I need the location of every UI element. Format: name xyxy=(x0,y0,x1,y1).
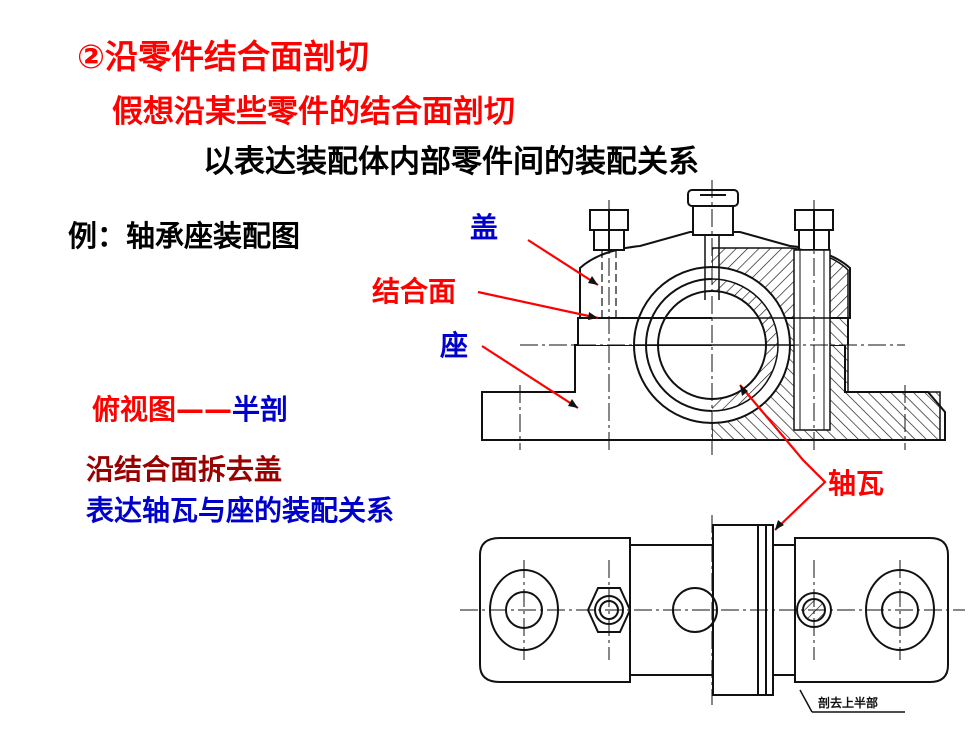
description-line-1: 沿结合面拆去盖 xyxy=(86,453,283,486)
label-base: 座 xyxy=(440,329,469,362)
top-view xyxy=(460,515,965,713)
front-view xyxy=(481,180,946,455)
leader-cover xyxy=(527,239,599,286)
stamp-text: 剖去上半部 xyxy=(818,695,878,710)
topview-caption: 俯视图——半剖 xyxy=(92,396,288,424)
topview-dash: —— xyxy=(176,393,233,426)
slide-title: ②沿零件结合面剖切 xyxy=(77,37,369,76)
label-bearing-bush: 轴瓦 xyxy=(828,467,885,500)
slide-subtitle-1: 假想沿某些零件的结合面剖切 xyxy=(112,94,515,130)
leader-lines xyxy=(477,239,827,531)
topview-label: 俯视图 xyxy=(92,393,177,426)
label-cover: 盖 xyxy=(470,211,499,244)
leader-bearing xyxy=(739,384,827,531)
leader-base xyxy=(481,345,579,409)
topview-type: 半剖 xyxy=(232,393,289,426)
label-joint-surface: 结合面 xyxy=(372,275,457,308)
slide-subtitle-2: 以表达装配体内部零件间的装配关系 xyxy=(203,144,699,180)
example-caption: 例：轴承座装配图 xyxy=(68,219,301,253)
description-line-2: 表达轴瓦与座的装配关系 xyxy=(86,494,395,527)
leader-joint xyxy=(477,290,599,320)
